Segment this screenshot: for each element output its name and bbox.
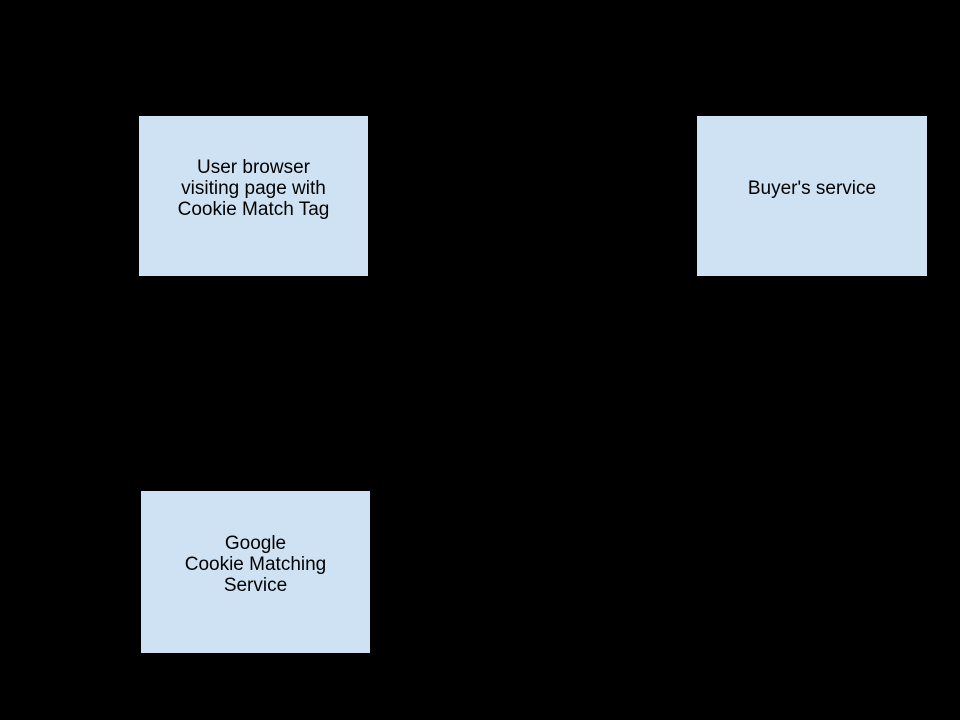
node-user-browser: User browser visiting page with Cookie M… — [138, 115, 369, 277]
node-label-line: Cookie Matching — [184, 553, 327, 575]
node-label-line: visiting page with — [181, 177, 326, 199]
node-label-line: Service — [223, 574, 288, 596]
node-label-line: Buyer's service — [747, 177, 877, 199]
node-label-line: Google — [224, 532, 287, 554]
node-google-cookie-matching-service: Google Cookie Matching Service — [140, 490, 371, 654]
node-label-line: User browser — [197, 156, 310, 178]
node-buyers-service: Buyer's service — [696, 115, 928, 277]
node-label-line: Cookie Match Tag — [177, 198, 330, 220]
